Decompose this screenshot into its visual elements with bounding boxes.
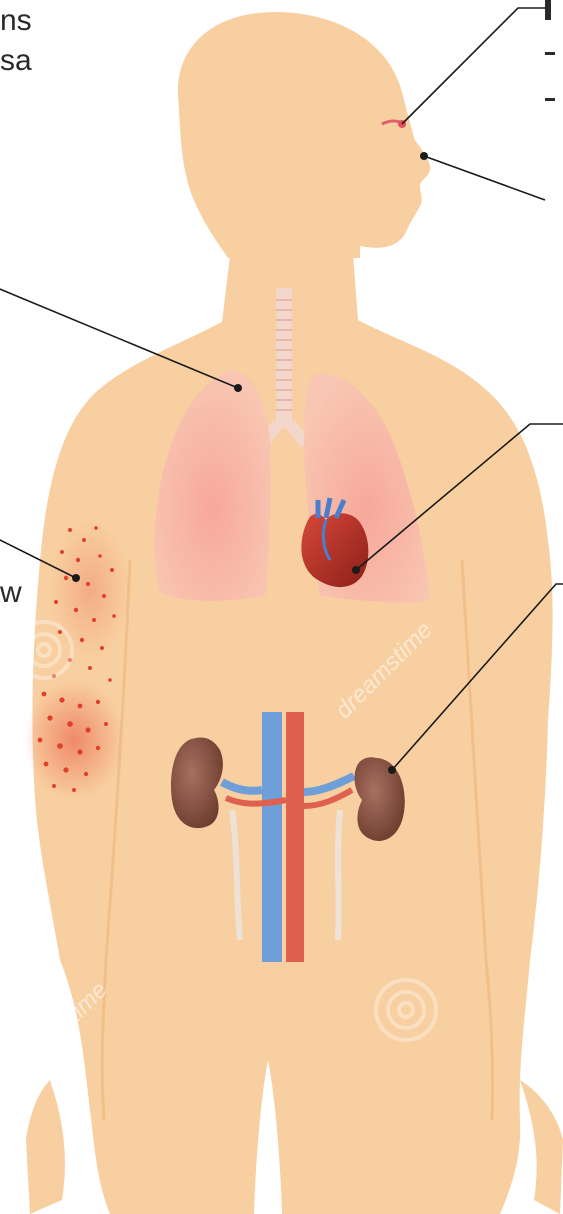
leader-nose [424,156,545,200]
watermark-text-1: dreamstime [26,205,125,304]
label-stub-eye-3 [545,98,555,101]
left-hand [26,1080,65,1214]
label-top-left-line1: ns [0,4,32,37]
right-hand [520,1080,563,1214]
label-top-left-line2: sa [0,44,32,77]
head [178,12,430,258]
label-stub-eye-2 [545,52,555,55]
right-edge-text-stubs [545,0,555,101]
watermark-spiral-1 [377,257,433,313]
label-arm: w [0,576,22,609]
leader-eye [402,8,545,124]
left-kidney [171,738,223,829]
label-stub-eye [545,0,551,20]
